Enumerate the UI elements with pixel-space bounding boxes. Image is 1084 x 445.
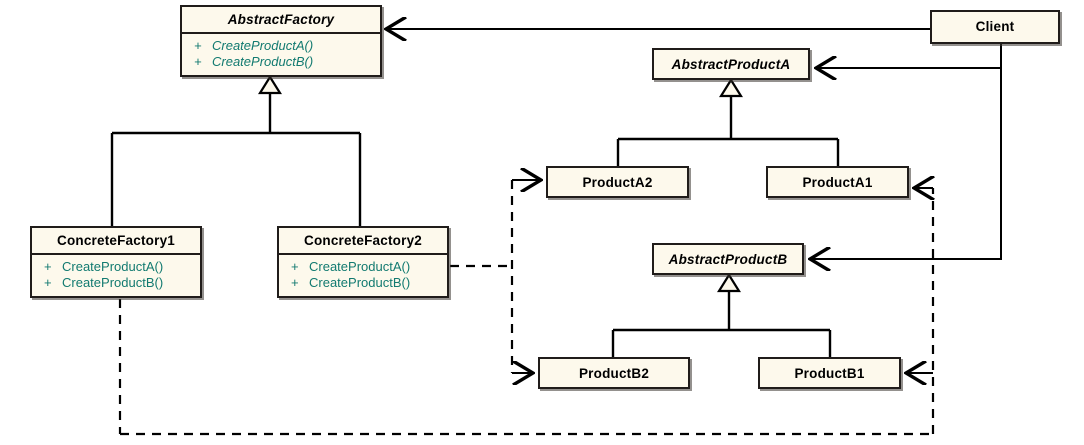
operation-row: + CreateProductB() bbox=[186, 54, 376, 70]
association-client-to-abstractproducta bbox=[816, 44, 1002, 68]
class-name-producta1: ProductA1 bbox=[802, 175, 873, 190]
operation-row: + CreateProductA() bbox=[283, 259, 443, 275]
class-box-concretefactory1[interactable]: ConcreteFactory1 + CreateProductA() + Cr… bbox=[30, 226, 202, 298]
operation-signature: CreateProductA() bbox=[309, 259, 411, 274]
class-name-productb1: ProductB1 bbox=[794, 366, 865, 381]
operation-visibility: + bbox=[194, 54, 202, 69]
class-box-productb2[interactable]: ProductB2 bbox=[538, 357, 690, 389]
class-box-productb1[interactable]: ProductB1 bbox=[758, 357, 901, 389]
class-name-productb2: ProductB2 bbox=[578, 366, 650, 381]
class-box-producta2[interactable]: ProductA2 bbox=[546, 166, 689, 198]
class-box-abstractproducta[interactable]: AbstractProductA bbox=[652, 48, 810, 80]
operation-visibility: + bbox=[44, 275, 52, 290]
class-operations-concretefactory1: + CreateProductA() + CreateProductB() bbox=[32, 255, 200, 296]
dependency-concretefactory1-to-products bbox=[118, 188, 933, 436]
class-box-abstractfactory[interactable]: AbstractFactory + CreateProductA() + Cre… bbox=[180, 5, 382, 77]
generalization-productb-to-abstractproductb bbox=[611, 272, 832, 357]
class-compartment-divider bbox=[182, 32, 380, 34]
operation-visibility: + bbox=[194, 38, 202, 53]
class-name-abstractproductb: AbstractProductB bbox=[668, 252, 788, 267]
class-compartment-divider bbox=[32, 253, 200, 255]
operation-row: + CreateProductA() bbox=[186, 38, 376, 54]
generalization-concretefactory-to-abstractfactory bbox=[110, 74, 362, 226]
class-name-concretefactory2: ConcreteFactory2 bbox=[304, 233, 422, 248]
operation-visibility: + bbox=[291, 259, 299, 274]
association-client-to-abstractproductb bbox=[810, 44, 1002, 259]
operation-signature: CreateProductB() bbox=[62, 275, 164, 290]
class-box-concretefactory2[interactable]: ConcreteFactory2 + CreateProductA() + Cr… bbox=[277, 226, 449, 298]
operation-signature: CreateProductB() bbox=[309, 275, 411, 290]
operation-row: + CreateProductB() bbox=[36, 275, 196, 291]
class-name-concretefactory1: ConcreteFactory1 bbox=[57, 233, 175, 248]
operation-signature: CreateProductA() bbox=[212, 38, 314, 53]
operation-signature: CreateProductA() bbox=[62, 259, 164, 274]
operation-row: + CreateProductA() bbox=[36, 259, 196, 275]
class-operations-concretefactory2: + CreateProductA() + CreateProductB() bbox=[279, 255, 447, 296]
operation-row: + CreateProductB() bbox=[283, 275, 443, 291]
class-name-abstractfactory: AbstractFactory bbox=[227, 12, 335, 27]
class-name-client: Client bbox=[975, 19, 1015, 34]
operation-signature: CreateProductB() bbox=[212, 54, 314, 69]
operation-visibility: + bbox=[44, 259, 52, 274]
class-name-abstractproducta: AbstractProductA bbox=[671, 57, 791, 72]
class-operations-abstractfactory: + CreateProductA() + CreateProductB() bbox=[182, 34, 380, 75]
generalization-producta-to-abstractproducta bbox=[616, 77, 840, 166]
class-name-producta2: ProductA2 bbox=[582, 175, 653, 190]
operation-visibility: + bbox=[291, 275, 299, 290]
dependency-concretefactory2-to-products bbox=[450, 180, 541, 373]
class-box-producta1[interactable]: ProductA1 bbox=[766, 166, 909, 198]
class-box-abstractproductb[interactable]: AbstractProductB bbox=[652, 243, 804, 275]
class-box-client[interactable]: Client bbox=[930, 10, 1060, 44]
